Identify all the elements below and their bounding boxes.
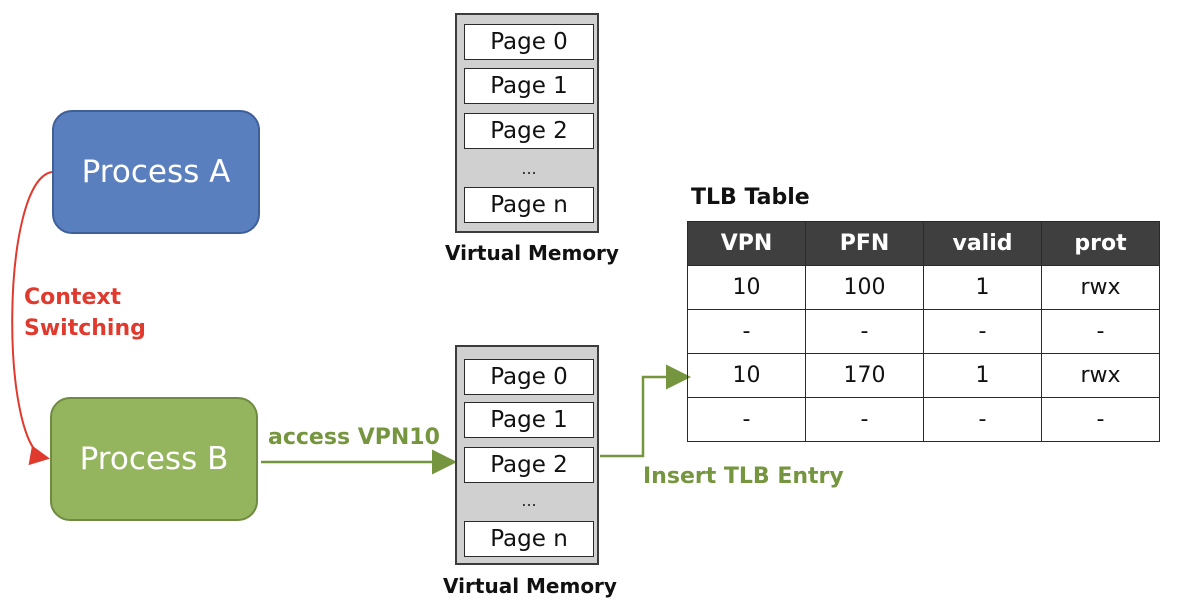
tlb-cell: 10 [687, 265, 806, 310]
insert-label: Insert TLB Entry [643, 464, 844, 489]
process-b-label: Process B [79, 441, 229, 477]
table-row: - - - - [687, 309, 1160, 354]
vm2-caption: Virtual Memory [443, 574, 617, 598]
vm1-page-0: Page 0 [464, 24, 594, 60]
vm2-ellipsis: ... [521, 491, 537, 510]
tlb-cell: - [923, 397, 1042, 442]
tlb-cell: 100 [805, 265, 924, 310]
tlb-header-row: VPN PFN valid prot [687, 221, 1160, 266]
tlb-cell: 10 [687, 353, 806, 398]
tlb-cell: - [687, 309, 806, 354]
vm2-page-2: Page 2 [464, 447, 594, 483]
tlb-header-pfn: PFN [805, 221, 924, 266]
context-label-line1: Context [24, 285, 122, 310]
tlb-cell: rwx [1041, 265, 1160, 310]
virtual-memory-bottom: Page 0 Page 1 Page 2 ... Page n [455, 345, 599, 565]
process-a-box: Process A [52, 110, 260, 234]
tlb-cell: 170 [805, 353, 924, 398]
vm1-page-n: Page n [464, 187, 594, 223]
tlb-cell: - [805, 397, 924, 442]
tlb-cell: - [1041, 309, 1160, 354]
vm2-page-1: Page 1 [464, 402, 594, 438]
tlb-cell: rwx [1041, 353, 1160, 398]
tlb-cell: 1 [923, 353, 1042, 398]
vm1-page-2: Page 2 [464, 113, 594, 149]
context-label-line2: Switching [24, 316, 146, 341]
process-b-box: Process B [50, 397, 258, 521]
vm1-page-1: Page 1 [464, 68, 594, 104]
context-switching-label: Context Switching [24, 282, 146, 344]
virtual-memory-top: Page 0 Page 1 Page 2 ... Page n [455, 13, 599, 233]
vm2-page-0: Page 0 [464, 359, 594, 395]
process-a-label: Process A [81, 154, 231, 190]
table-row: 10 100 1 rwx [687, 265, 1160, 310]
table-row: - - - - [687, 397, 1160, 442]
tlb-header-prot: prot [1041, 221, 1160, 266]
tlb-cell: 1 [923, 265, 1042, 310]
vm1-caption: Virtual Memory [445, 241, 619, 265]
access-label: access VPN10 [268, 425, 440, 450]
table-row: 10 170 1 rwx [687, 353, 1160, 398]
vm1-ellipsis: ... [521, 159, 537, 178]
tlb-cell: - [1041, 397, 1160, 442]
tlb-header-vpn: VPN [687, 221, 806, 266]
tlb-cell: - [687, 397, 806, 442]
tlb-title: TLB Table [691, 185, 810, 210]
tlb-header-valid: valid [923, 221, 1042, 266]
tlb-cell: - [923, 309, 1042, 354]
insert-entry-arrow [600, 364, 691, 458]
tlb-table: VPN PFN valid prot 10 100 1 rwx - - - - … [687, 221, 1160, 442]
vm2-page-n: Page n [464, 521, 594, 557]
tlb-cell: - [805, 309, 924, 354]
